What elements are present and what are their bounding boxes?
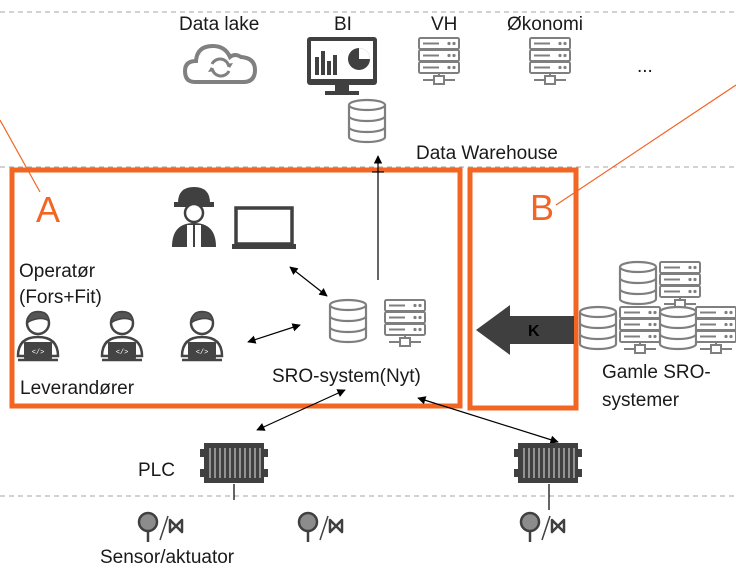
connector-line-b [555, 84, 736, 206]
database-icon-legacy-1 [618, 260, 658, 306]
server-icon-legacy-1 [659, 261, 701, 309]
legacy-systems-label: Gamle SRO- systemer [602, 362, 711, 411]
database-icon-warehouse [347, 98, 387, 144]
server-icon-legacy-3 [695, 306, 736, 354]
cloud-sync-icon [182, 43, 258, 84]
plc-icon-2 [513, 442, 583, 484]
arrow-label: K [528, 323, 540, 340]
system-label-data-lake: Data lake [179, 14, 260, 35]
worker-icon [172, 187, 216, 247]
database-icon-sro [328, 298, 368, 344]
sensor-icon-1 [137, 511, 184, 544]
zone-a-box [9, 167, 463, 409]
plc-label: PLC [138, 460, 175, 481]
zone-b-label: B [530, 187, 555, 228]
zone-a-label: A [36, 189, 61, 230]
developer-icon-3 [180, 310, 224, 362]
server-icon-vh [418, 37, 460, 85]
flow-arrows [233, 155, 559, 510]
suppliers-label: Leverandører [20, 378, 135, 399]
system-label-okonomi: Økonomi [507, 14, 584, 35]
devices-label: Sensor/aktuator [100, 547, 235, 568]
system-label-bi: BI [334, 14, 352, 35]
plc-icon-1 [199, 442, 269, 484]
operator-label: Operatør (Fors+Fit) [19, 261, 102, 308]
developer-icon-1 [16, 310, 60, 362]
warehouse-label: Data Warehouse [416, 143, 558, 164]
connector-line-a [0, 119, 41, 193]
arrow-icon-k: K [476, 305, 574, 355]
zone-b-box [467, 167, 579, 411]
server-icon-legacy-2 [619, 306, 661, 354]
database-icon-legacy-3 [658, 305, 698, 351]
server-icon-sro [384, 299, 426, 347]
developer-icon-2 [100, 310, 144, 362]
more-systems-ellipsis: ... [637, 56, 653, 77]
database-icon-legacy-2 [578, 305, 618, 351]
server-icon-okonomi [529, 37, 571, 85]
bi-monitor-icon [307, 37, 377, 95]
system-label-vh: VH [431, 14, 458, 35]
sensor-icon-3 [519, 511, 566, 544]
laptop-icon [232, 206, 296, 249]
sensor-icon-2 [297, 511, 344, 544]
new-system-label: SRO-system(Nyt) [272, 366, 421, 387]
